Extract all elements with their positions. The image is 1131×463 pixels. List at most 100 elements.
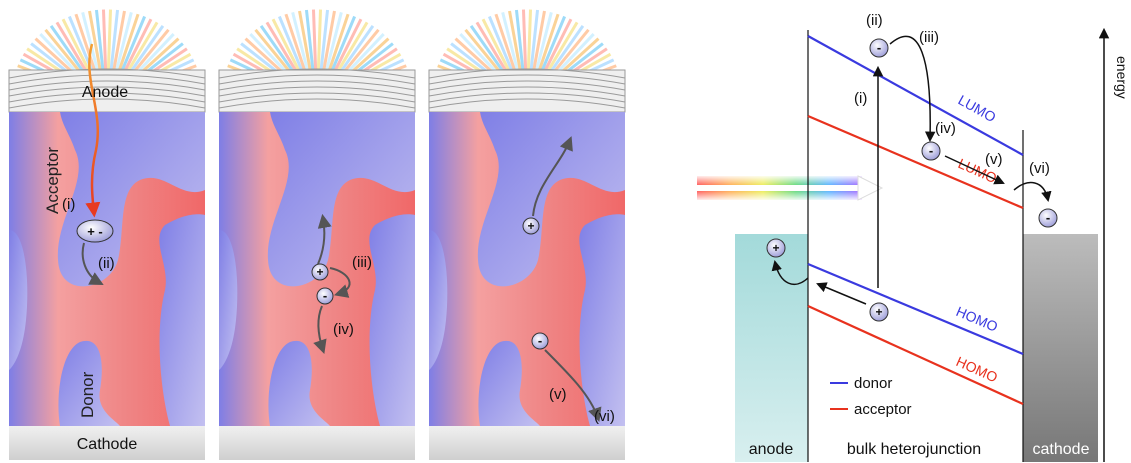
svg-text:+: + — [527, 219, 534, 233]
sun-ray — [318, 9, 330, 78]
incoming-light-arrow — [697, 175, 884, 201]
acceptor-lumo-line — [807, 114, 1024, 210]
panel-3 — [428, 69, 626, 460]
sun-ray — [508, 10, 523, 78]
svg-text:+: + — [316, 265, 323, 279]
cathode-electrode-label: cathode — [1033, 441, 1090, 458]
sun-ray — [514, 9, 526, 78]
sun-ray — [327, 15, 357, 80]
panel-1 — [8, 69, 206, 460]
arrow-hole-transport — [816, 282, 867, 305]
donor-domain — [267, 112, 415, 287]
sun-ray — [304, 9, 316, 78]
arrow-ii — [81, 242, 104, 285]
donor-domain — [268, 340, 330, 426]
legend-donor: donor — [854, 375, 892, 392]
sun-ray — [321, 10, 336, 78]
donor-domain — [429, 230, 448, 370]
anode-electrode-label: anode — [749, 441, 794, 458]
energy-step-iv: (iv) — [935, 120, 956, 137]
step-v-label: (v) — [549, 386, 567, 403]
donor-domain — [58, 340, 120, 426]
sun-ray — [325, 13, 350, 79]
svg-text:+: + — [772, 241, 779, 255]
donor-homo-label: HOMO — [954, 303, 1000, 335]
sun-ray — [501, 11, 521, 78]
photon-path — [85, 43, 101, 218]
donor-lumo-line — [807, 35, 1024, 156]
cathode-layer — [429, 426, 625, 460]
donor-domain — [369, 214, 415, 426]
svg-text:+: + — [875, 305, 882, 319]
exciton: + - — [76, 219, 114, 243]
sun-ray — [74, 13, 99, 79]
donor-label: Donor — [78, 371, 97, 418]
electron-acceptor-lumo: - — [921, 141, 941, 161]
arrow-electron-down — [313, 305, 327, 354]
exciton-charges: + - — [87, 224, 103, 239]
cathode-layer — [219, 426, 415, 460]
sun-ray — [528, 9, 540, 78]
sun-ray — [284, 13, 309, 79]
svg-text:-: - — [877, 40, 881, 55]
cathode-label: Cathode — [77, 436, 138, 453]
cathode-electrode — [1023, 234, 1098, 462]
sun-ray — [94, 9, 106, 78]
donor-domain — [579, 214, 625, 426]
donor-homo-line — [807, 262, 1024, 356]
sun-ray — [323, 11, 343, 78]
arrow-hole-up — [317, 213, 332, 265]
sun-ray — [115, 13, 140, 79]
energy-step-ii: (ii) — [866, 12, 883, 29]
sun-ray — [67, 15, 97, 80]
svg-text:-: - — [929, 143, 933, 158]
svg-text:-: - — [538, 333, 542, 348]
sun-ray — [101, 9, 108, 78]
sun-ray — [117, 15, 147, 80]
energy-step-iii: (iii) — [919, 29, 939, 46]
sun-ray — [277, 15, 307, 80]
energy-step-vi: (vi) — [1029, 160, 1050, 177]
anode-hatching — [8, 68, 626, 109]
acceptor-homo-label: HOMO — [954, 353, 1000, 385]
sun-ray — [113, 11, 133, 78]
electron-cathode: - — [1038, 208, 1058, 228]
arrow-hole-extraction — [771, 259, 809, 286]
step-iii-label: (iii) — [352, 254, 372, 271]
acceptor-label: Acceptor — [43, 147, 62, 214]
sun-ray — [298, 10, 313, 78]
svg-text:-: - — [1046, 210, 1050, 225]
donor-domain — [9, 230, 28, 370]
step-i-label: (i) — [62, 196, 75, 213]
energy-step-i: (i) — [854, 90, 867, 107]
electron-donor-lumo: - — [869, 38, 889, 58]
donor-domain — [219, 230, 238, 370]
arrow-transport-v — [944, 155, 1005, 185]
sun-ray — [533, 11, 553, 78]
hole-anode: + — [766, 238, 786, 258]
energy-step-v: (v) — [985, 151, 1003, 168]
sun-ray — [526, 9, 533, 78]
donor-domain — [478, 340, 540, 426]
electron-charge: - — [531, 332, 549, 350]
donor-domain — [477, 112, 625, 287]
anode-electrode — [735, 234, 808, 462]
sun-ray — [316, 9, 323, 78]
hole-charge: + — [522, 217, 540, 235]
sun-ray — [291, 11, 311, 78]
energy-axis-label: energy — [1114, 56, 1130, 99]
arrow-iii — [329, 267, 351, 298]
sun-ray — [111, 10, 126, 78]
cathode-layer — [9, 426, 205, 460]
sun-ray — [531, 10, 546, 78]
hole-donor-homo: + — [869, 302, 889, 322]
panel-2 — [218, 69, 416, 460]
junction-label: bulk heterojunction — [847, 441, 981, 458]
sun-ray — [311, 9, 318, 78]
acceptor-homo-line — [807, 304, 1024, 406]
sun-ray — [108, 9, 120, 78]
sun-ray — [521, 9, 528, 78]
sun-ray — [535, 13, 560, 79]
sun-ray — [88, 10, 103, 78]
